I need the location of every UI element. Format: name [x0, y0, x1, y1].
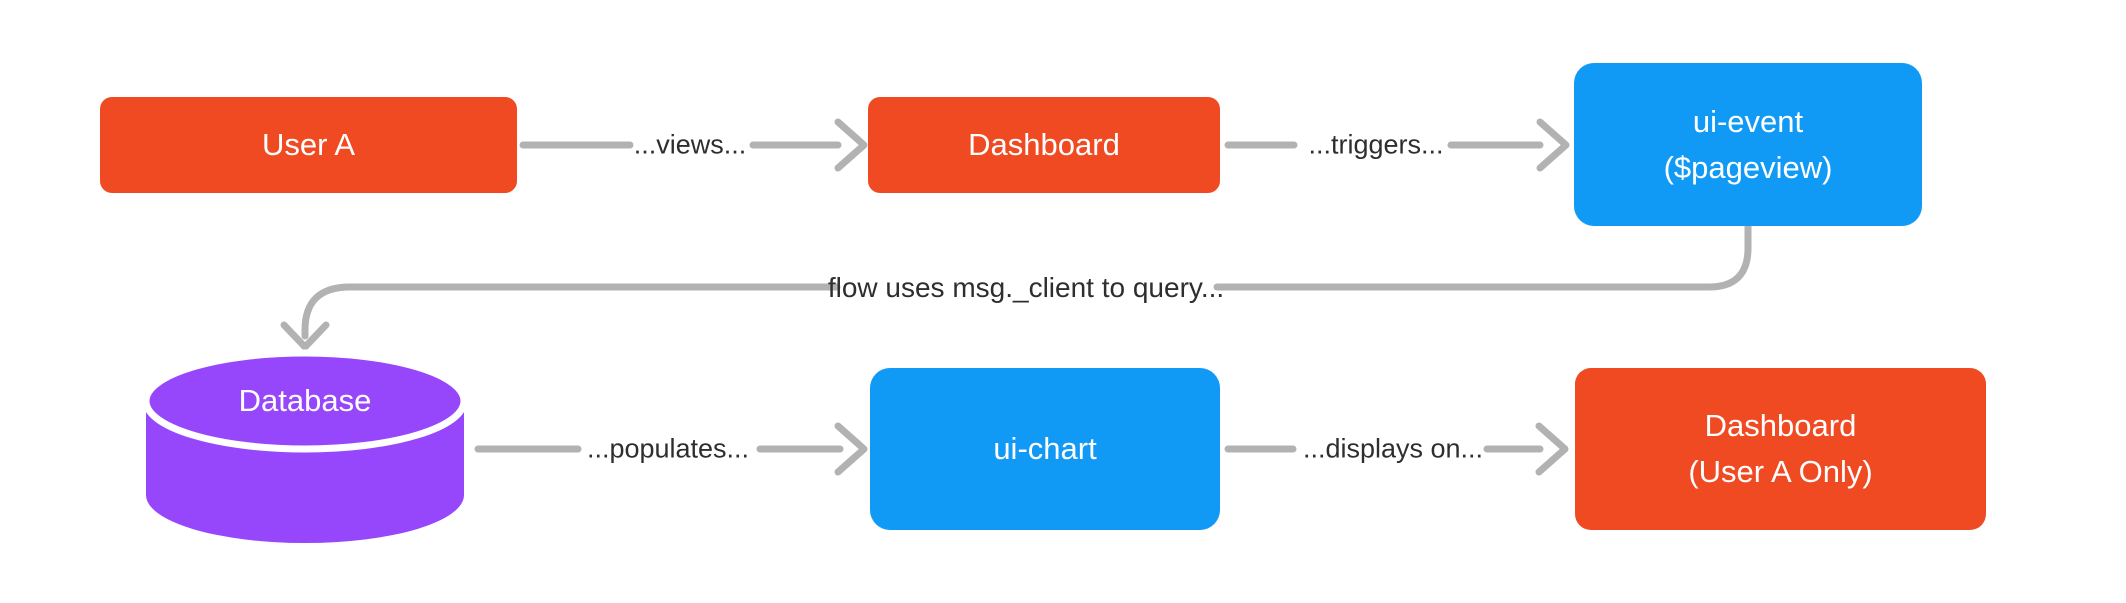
- edge-label-populates: ...populates...: [586, 433, 750, 464]
- edge-label-triggers: ...triggers...: [1308, 129, 1444, 160]
- node-ui-event-sublabel: ($pageview): [1663, 149, 1833, 185]
- node-database-label: Database: [238, 383, 372, 418]
- arrow-query: [280, 222, 1752, 351]
- node-user-a-label: User A: [261, 127, 356, 162]
- node-dashboard-user-a-label: Dashboard: [1704, 408, 1857, 443]
- database-cylinder: [142, 349, 468, 543]
- node-ui-chart: ui-chart: [870, 368, 1220, 530]
- node-database-label-wrap: Database: [146, 353, 464, 449]
- node-dashboard-label: Dashboard: [968, 127, 1120, 162]
- node-user-a: User A: [100, 97, 517, 193]
- node-ui-event-label: ui-event: [1692, 103, 1804, 139]
- arrow-populates: [474, 422, 868, 476]
- arrow-displays-on: [1224, 422, 1569, 476]
- node-dashboard-user-a-sublabel: (User A Only): [1688, 454, 1873, 489]
- node-ui-chart-label: ui-chart: [993, 431, 1097, 466]
- arrow-views: [519, 118, 868, 172]
- edge-label-views: ...views...: [633, 129, 747, 160]
- node-dashboard: Dashboard: [868, 97, 1220, 193]
- node-dashboard-user-a: Dashboard (User A Only): [1575, 368, 1986, 530]
- edge-label-query: flow uses msg._client to query...: [827, 272, 1225, 303]
- edge-label-displays-on: ...displays on...: [1302, 433, 1484, 464]
- arrow-triggers: [1224, 118, 1570, 172]
- node-ui-event: ui-event ($pageview): [1574, 63, 1922, 226]
